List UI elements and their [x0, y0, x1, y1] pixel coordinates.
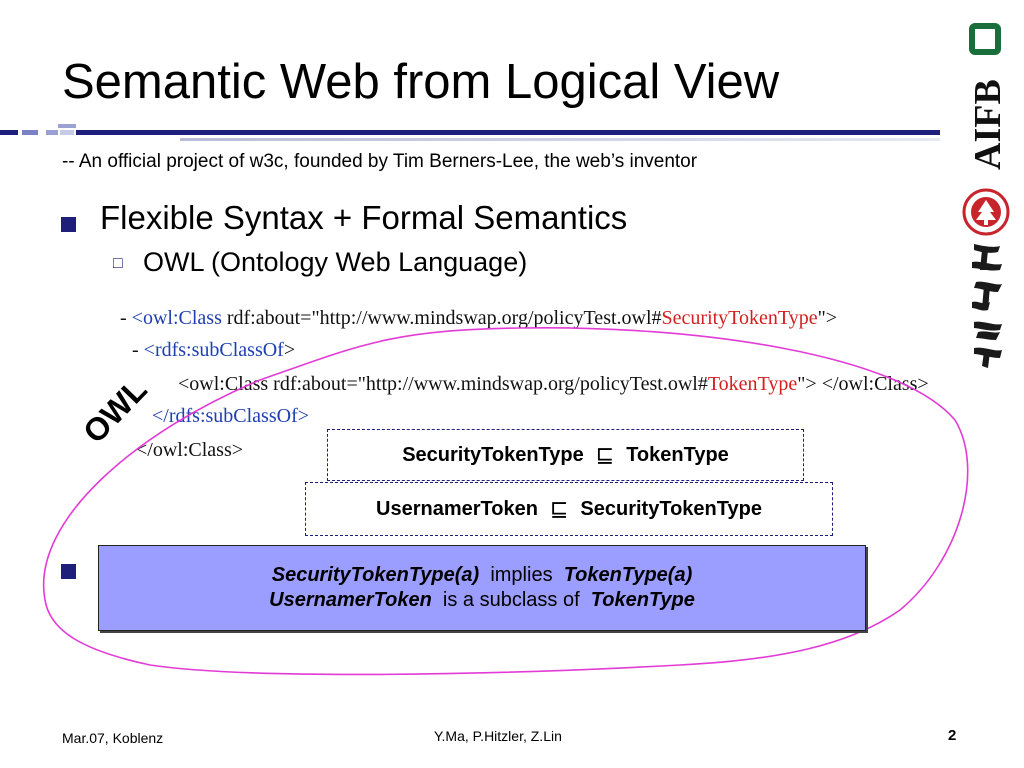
page-number: 2	[948, 727, 957, 744]
rule-dash	[0, 130, 18, 135]
bullet-square-icon	[61, 217, 76, 232]
inference-term: SecurityTokenType(a)	[271, 564, 480, 586]
calligraphy-logo-icon	[972, 244, 1002, 368]
rule-dash	[58, 124, 76, 128]
inference-box: SecurityTokenType(a) implies TokenType(a…	[98, 545, 866, 631]
aifb-logo: AIFB	[967, 23, 1006, 170]
code-line: - <rdfs:subClassOf>	[132, 340, 295, 360]
footer-authors: Y.Ma, P.Hitzler, Z.Lin	[434, 728, 562, 744]
aifb-logo-square	[969, 23, 1001, 55]
code-tag: <rdfs:subClassOf	[143, 339, 284, 361]
code-tag: </rdfs:subClassOf>	[152, 405, 310, 427]
inference-connective: implies	[490, 564, 553, 586]
code-text: rdf:about="http://www.mindswap.org/polic…	[221, 307, 662, 329]
rule-dash	[22, 130, 38, 135]
code-line: <owl:Class rdf:about="http://www.mindswa…	[178, 374, 929, 394]
title-rule-shadow	[180, 138, 940, 141]
inference-connective: is a subclass of	[442, 589, 580, 611]
inference-line: UsernamerToken is a subclass of TokenTyp…	[269, 588, 695, 613]
code-tag: <owl:Class	[131, 307, 222, 329]
axiom-right: TokenType	[626, 443, 729, 466]
subsumption-icon: ⊑	[595, 442, 615, 467]
slide-title: Semantic Web from Logical View	[62, 55, 780, 109]
code-prefix: -	[132, 339, 144, 361]
inference-term: UsernamerToken	[269, 589, 432, 611]
bullet-square-icon	[61, 564, 76, 579]
code-value: SecurityTokenType	[661, 307, 818, 329]
code-line: </rdfs:subClassOf>	[152, 406, 309, 426]
code-prefix: -	[120, 307, 132, 329]
footer-date-location: Mar.07, Koblenz	[62, 730, 164, 746]
code-text: >	[283, 339, 296, 361]
axiom-box: UsernamerToken ⊑ SecurityTokenType	[305, 482, 833, 536]
axiom-box: SecurityTokenType ⊑ TokenType	[327, 429, 804, 481]
subsumption-icon: ⊑	[549, 496, 569, 521]
code-text: <owl:Class rdf:about="http://www.mindswa…	[178, 373, 708, 395]
inference-term: TokenType(a)	[563, 564, 693, 586]
ellipse-stroke	[42, 326, 969, 676]
code-line: - <owl:Class rdf:about="http://www.minds…	[120, 308, 837, 328]
inference-term: TokenType	[590, 589, 695, 611]
code-line: </owl:Class>	[136, 440, 243, 460]
sub-bullet-owl: OWL (Ontology Web Language)	[143, 247, 528, 277]
bullet-flexible-syntax: Flexible Syntax + Formal Semantics	[100, 199, 628, 236]
aifb-logo-text: AIFB	[967, 79, 1006, 170]
sub-bullet-box-icon: □	[113, 255, 123, 272]
axiom-left: SecurityTokenType	[402, 443, 584, 466]
axiom-right: SecurityTokenType	[580, 497, 762, 520]
rule-dash	[46, 130, 58, 135]
code-text: "> </owl:Class>	[797, 373, 929, 395]
inference-line: SecurityTokenType(a) implies TokenType(a…	[272, 563, 693, 588]
slide-subtitle: -- An official project of w3c, founded b…	[62, 151, 698, 172]
axiom-left: UsernamerToken	[376, 497, 538, 520]
code-value: TokenType	[707, 373, 798, 395]
title-rule-main	[76, 130, 940, 135]
university-seal-icon	[962, 188, 1010, 236]
code-tag: </owl:Class>	[136, 439, 244, 461]
code-text: ">	[817, 307, 838, 329]
rule-dash	[60, 130, 74, 135]
